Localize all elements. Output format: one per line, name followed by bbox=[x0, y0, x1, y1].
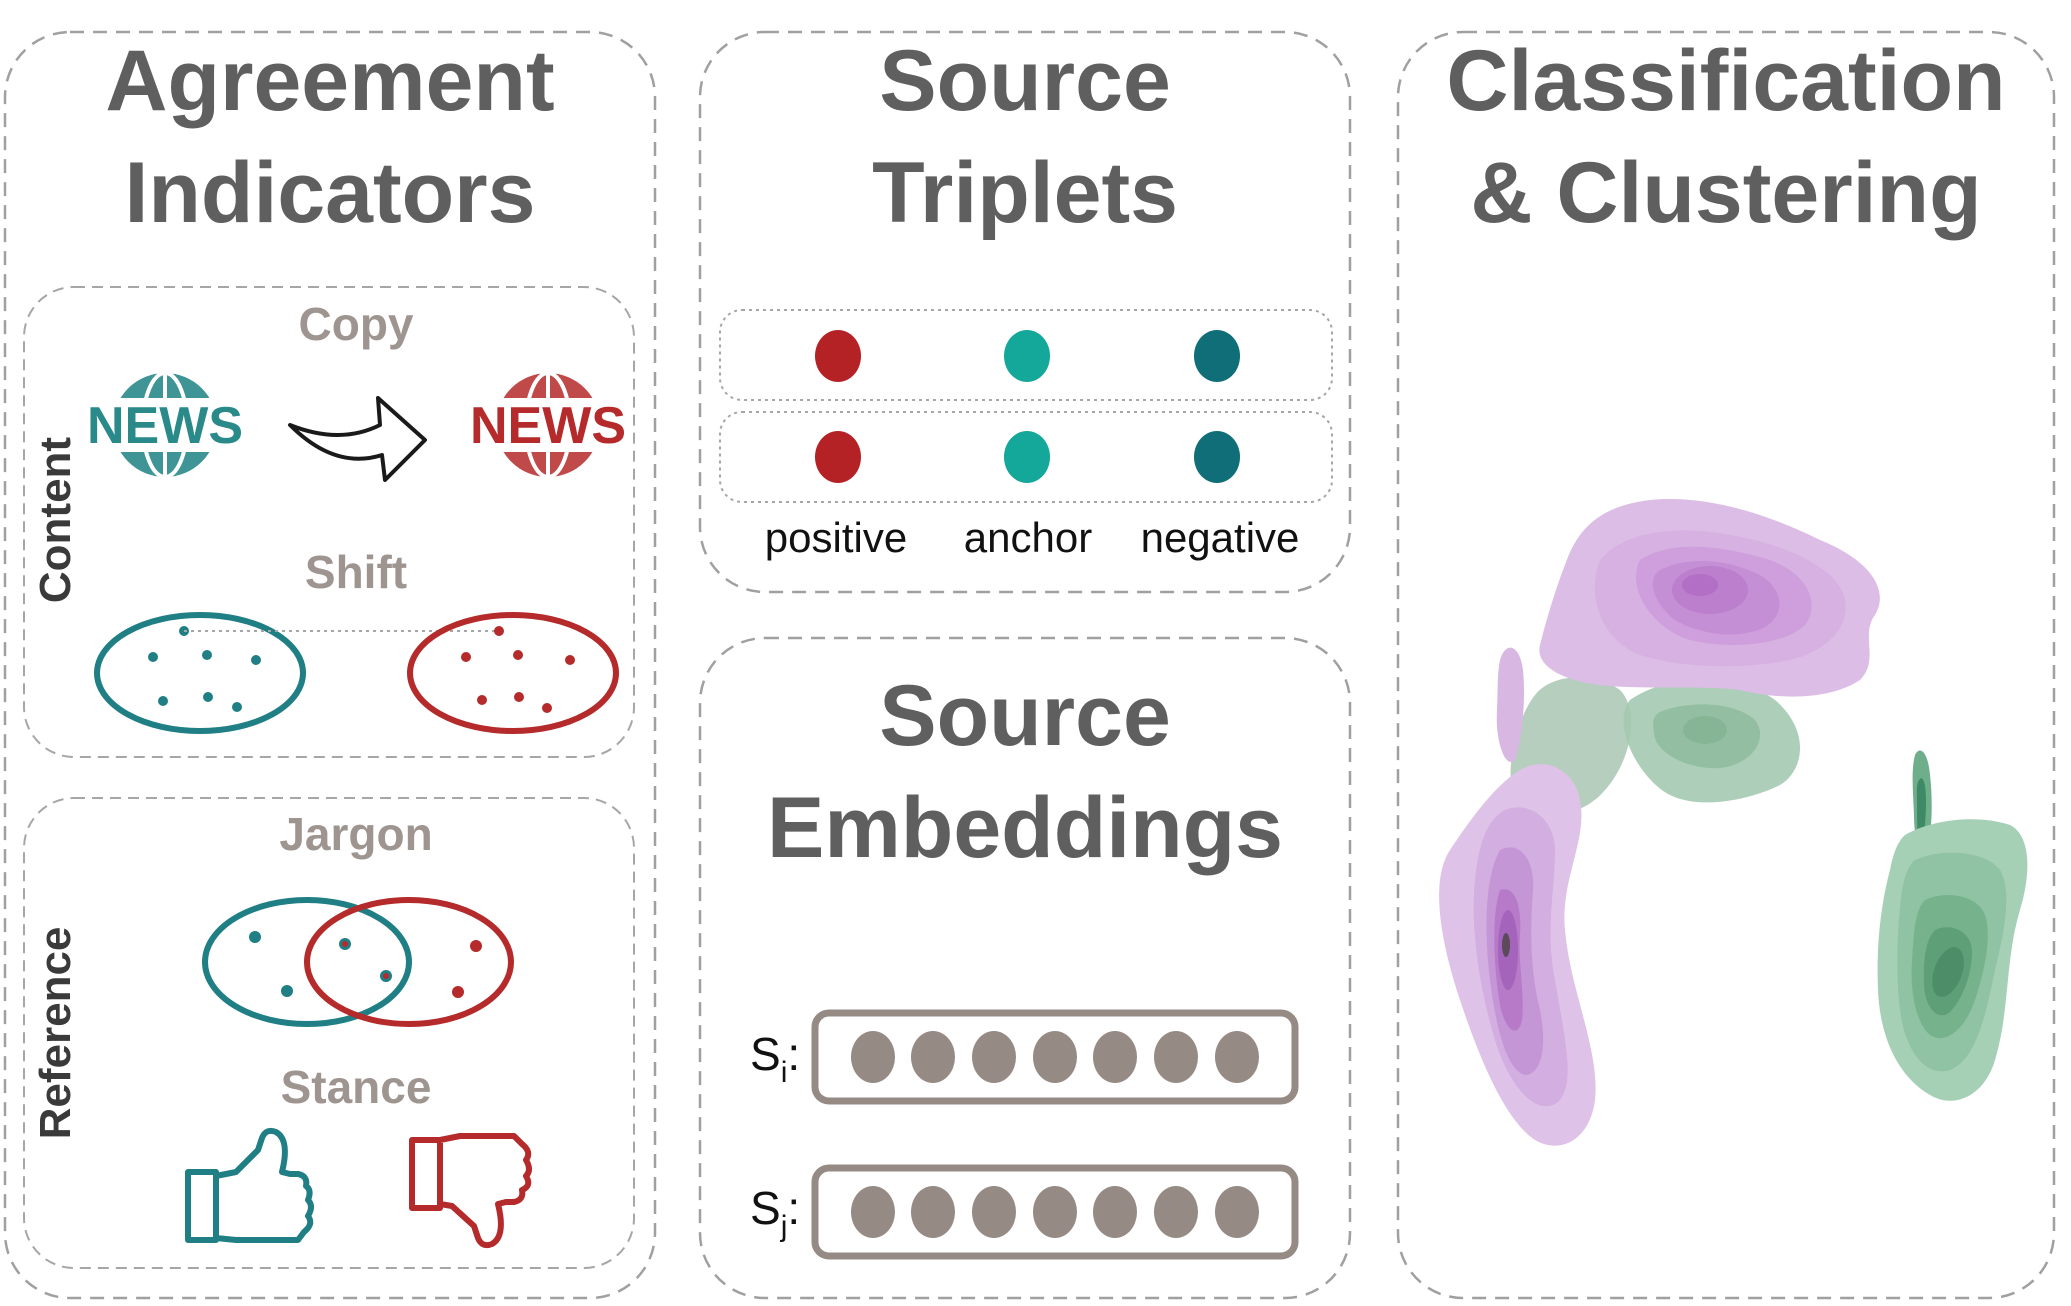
negative-label: negative bbox=[1141, 514, 1300, 561]
classification-panel: Classification & Clustering bbox=[1396, 30, 2056, 1300]
purple-cluster-bottom bbox=[1439, 764, 1596, 1146]
classification-panel-border bbox=[1396, 30, 2056, 1300]
embedding-i-label: Si: bbox=[750, 1028, 800, 1089]
content-side-label: Content bbox=[31, 437, 80, 604]
embeddings-panel-border bbox=[698, 636, 1352, 1300]
source-embeddings-panel: Source Embeddings Si: Sj: bbox=[698, 636, 1352, 1300]
content-section: Content Copy NEWS bbox=[23, 286, 635, 758]
shift-teal-cluster bbox=[94, 612, 306, 734]
embeddings-title-line2: Embeddings bbox=[767, 780, 1283, 876]
shift-label: Shift bbox=[305, 546, 407, 598]
positive-label: positive bbox=[765, 514, 907, 561]
content-section-border bbox=[23, 286, 635, 758]
thumbs-up-icon bbox=[185, 1127, 314, 1243]
jargon-label: Jargon bbox=[279, 808, 432, 860]
triplet-row1-negative-dot bbox=[1194, 330, 1240, 382]
triplets-title-line2: Triplets bbox=[872, 145, 1178, 241]
embedding-j-cells bbox=[851, 1186, 1259, 1238]
reference-section-border bbox=[23, 797, 635, 1269]
embedding-j-label: Sj: bbox=[750, 1182, 800, 1243]
density-contour-plot bbox=[1439, 499, 2028, 1146]
stance-label: Stance bbox=[281, 1061, 432, 1113]
embeddings-title-line1: Source bbox=[879, 668, 1171, 764]
reference-side-label: Reference bbox=[31, 927, 80, 1140]
green-cluster-right bbox=[1877, 819, 2028, 1101]
source-triplets-panel: Source Triplets positive anchor negative bbox=[698, 30, 1352, 594]
triplet-row2-positive-dot bbox=[815, 431, 861, 483]
triplet-row1-anchor-dot bbox=[1004, 330, 1050, 382]
copy-label: Copy bbox=[299, 298, 414, 350]
jargon-overlap-icon bbox=[202, 897, 514, 1027]
triplet-row-1 bbox=[719, 309, 1333, 401]
thumbs-down-icon bbox=[409, 1133, 532, 1249]
embedding-i-cells bbox=[851, 1031, 1259, 1083]
triplets-title-line1: Source bbox=[879, 33, 1171, 129]
agreement-panel-border bbox=[3, 30, 657, 1300]
triplet-row2-negative-dot bbox=[1194, 431, 1240, 483]
triplet-row2-anchor-dot bbox=[1004, 431, 1050, 483]
triplet-row1-positive-dot bbox=[815, 330, 861, 382]
embedding-i-vector bbox=[811, 1009, 1299, 1105]
purple-cluster-top bbox=[1539, 499, 1880, 697]
classification-title-line2: & Clustering bbox=[1470, 145, 1981, 241]
agreement-title-line2: Indicators bbox=[125, 145, 536, 241]
agreement-title-line1: Agreement bbox=[105, 33, 554, 129]
shift-red-cluster bbox=[407, 612, 619, 734]
anchor-label: anchor bbox=[964, 514, 1092, 561]
news-globe-left-icon: NEWS bbox=[87, 371, 243, 479]
embedding-j-vector bbox=[811, 1164, 1299, 1260]
classification-title-line1: Classification bbox=[1446, 33, 2005, 129]
green-cluster-middle bbox=[1510, 677, 1800, 816]
reference-section: Reference Jargon Stance bbox=[23, 797, 635, 1269]
agreement-indicators-panel: Agreement Indicators Content Copy NEWS bbox=[3, 30, 657, 1300]
news-left-text: NEWS bbox=[87, 397, 243, 455]
purple-spike bbox=[1496, 647, 1525, 762]
news-right-text: NEWS bbox=[470, 397, 626, 455]
copy-arrow-icon bbox=[288, 396, 427, 482]
triplets-panel-border bbox=[698, 30, 1352, 594]
triplet-row-2 bbox=[719, 411, 1333, 503]
news-globe-right-icon: NEWS bbox=[470, 371, 626, 479]
